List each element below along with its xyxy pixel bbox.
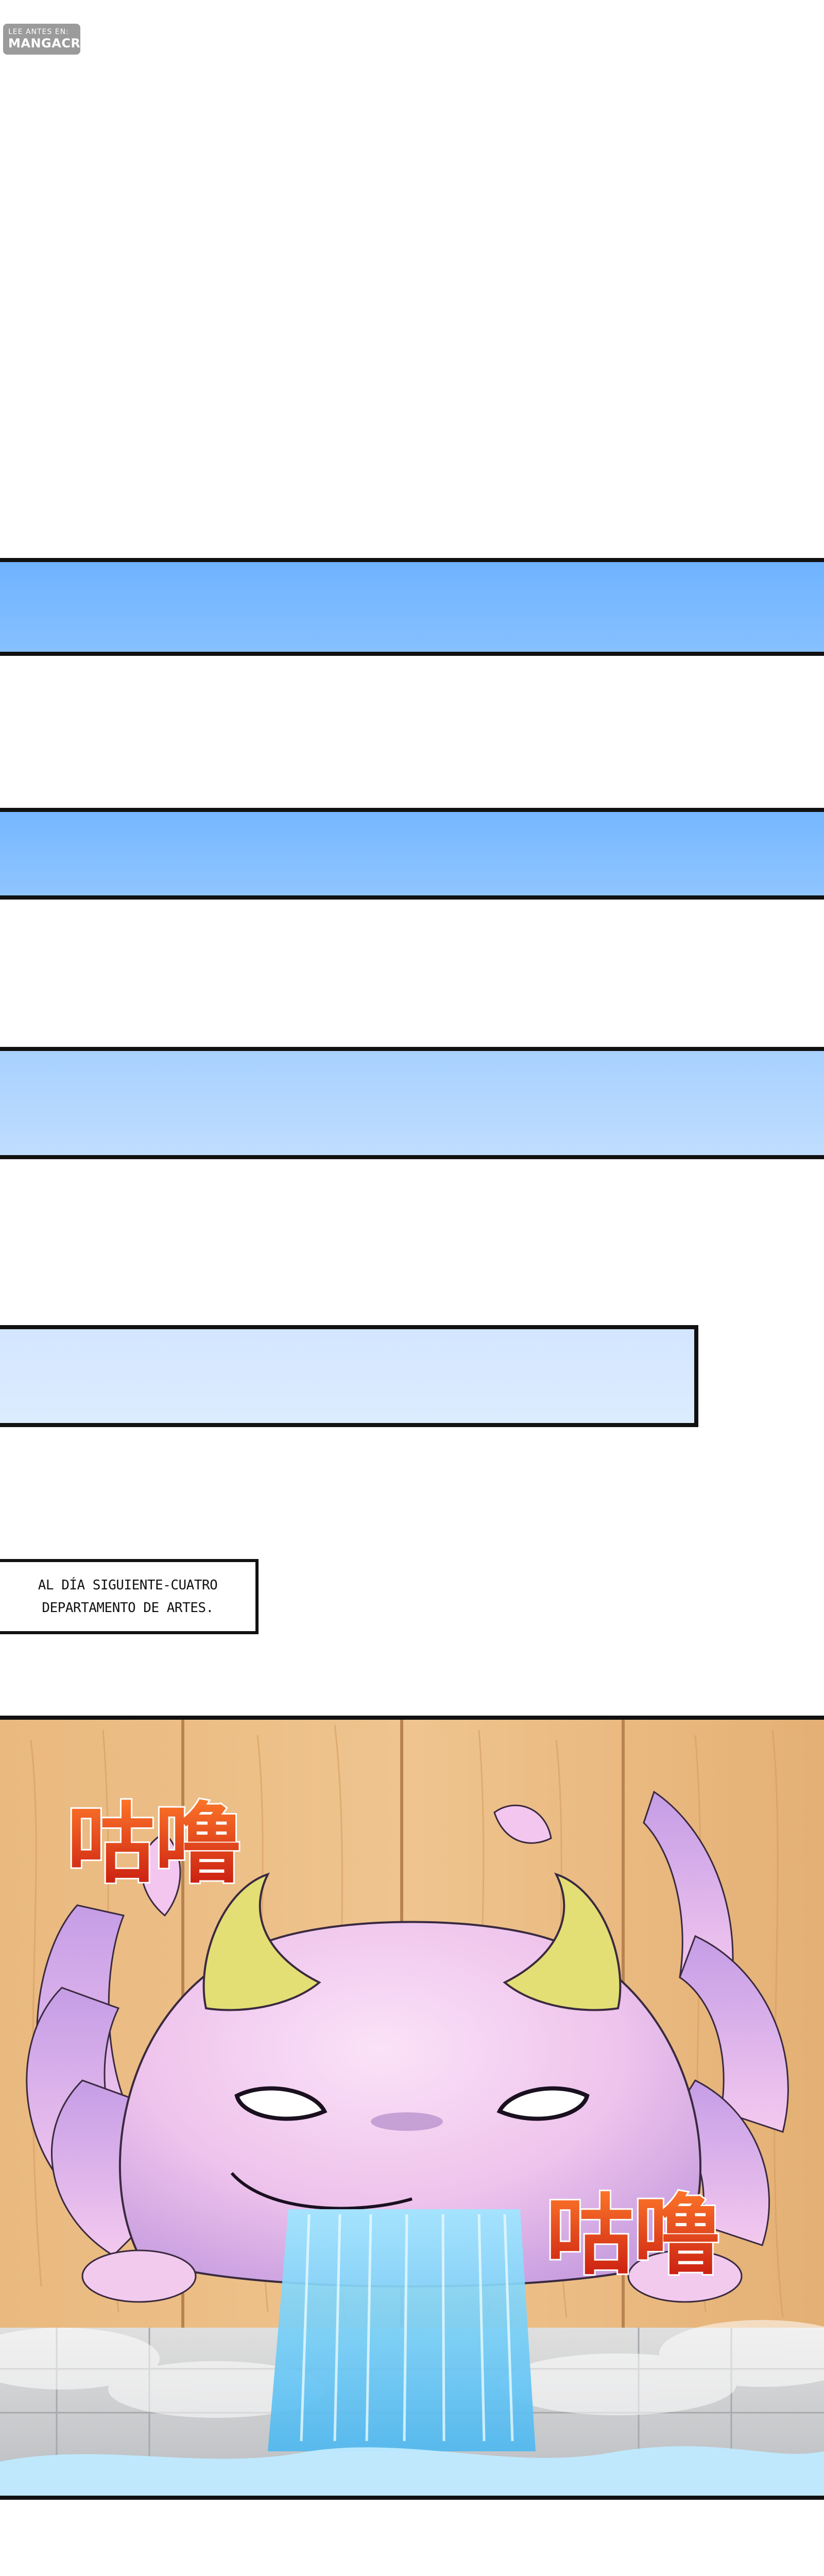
creature-left-eye	[234, 2086, 328, 2121]
sfx-top-left: 咕噜	[67, 1793, 242, 1895]
caption-line-2: DEPARTAMENTO DE ARTES.	[42, 1600, 214, 1616]
caption-box: AL DÍA SIGUIENTE-CUATRO DEPARTAMENTO DE …	[0, 1559, 259, 1634]
caption-line-1: AL DÍA SIGUIENTE-CUATRO	[38, 1578, 218, 1593]
creature-left-paw	[81, 2249, 197, 2303]
creature-right-horn	[503, 1872, 622, 2011]
transition-band-4	[0, 1325, 698, 1427]
transition-band-1	[0, 558, 824, 656]
creature-left-gills	[26, 1832, 181, 2257]
creature-right-eye	[496, 2086, 590, 2121]
waterfall-streaks	[300, 2214, 514, 2442]
watermark-prefix: LEE ANTES EN:	[8, 28, 69, 36]
sfx-bottom-right: 咕噜	[546, 2185, 721, 2287]
panel-illustration: 咕噜 咕噜	[0, 1720, 824, 2496]
creature-mouth	[230, 2172, 413, 2210]
transition-band-2	[0, 808, 824, 900]
creature-left-horn	[202, 1872, 321, 2011]
comic-panel-creature: 咕噜 咕噜	[0, 1716, 824, 2500]
water-pool	[0, 2446, 824, 2496]
watermark-site: MANGACRAB.COM	[8, 36, 138, 50]
watermark-badge: LEE ANTES EN: MANGACRAB.COM	[3, 24, 138, 55]
creature-nose	[371, 2112, 443, 2131]
transition-band-3	[0, 1047, 824, 1159]
creature-right-paw	[627, 2249, 743, 2303]
steam-clouds	[0, 2320, 824, 2418]
